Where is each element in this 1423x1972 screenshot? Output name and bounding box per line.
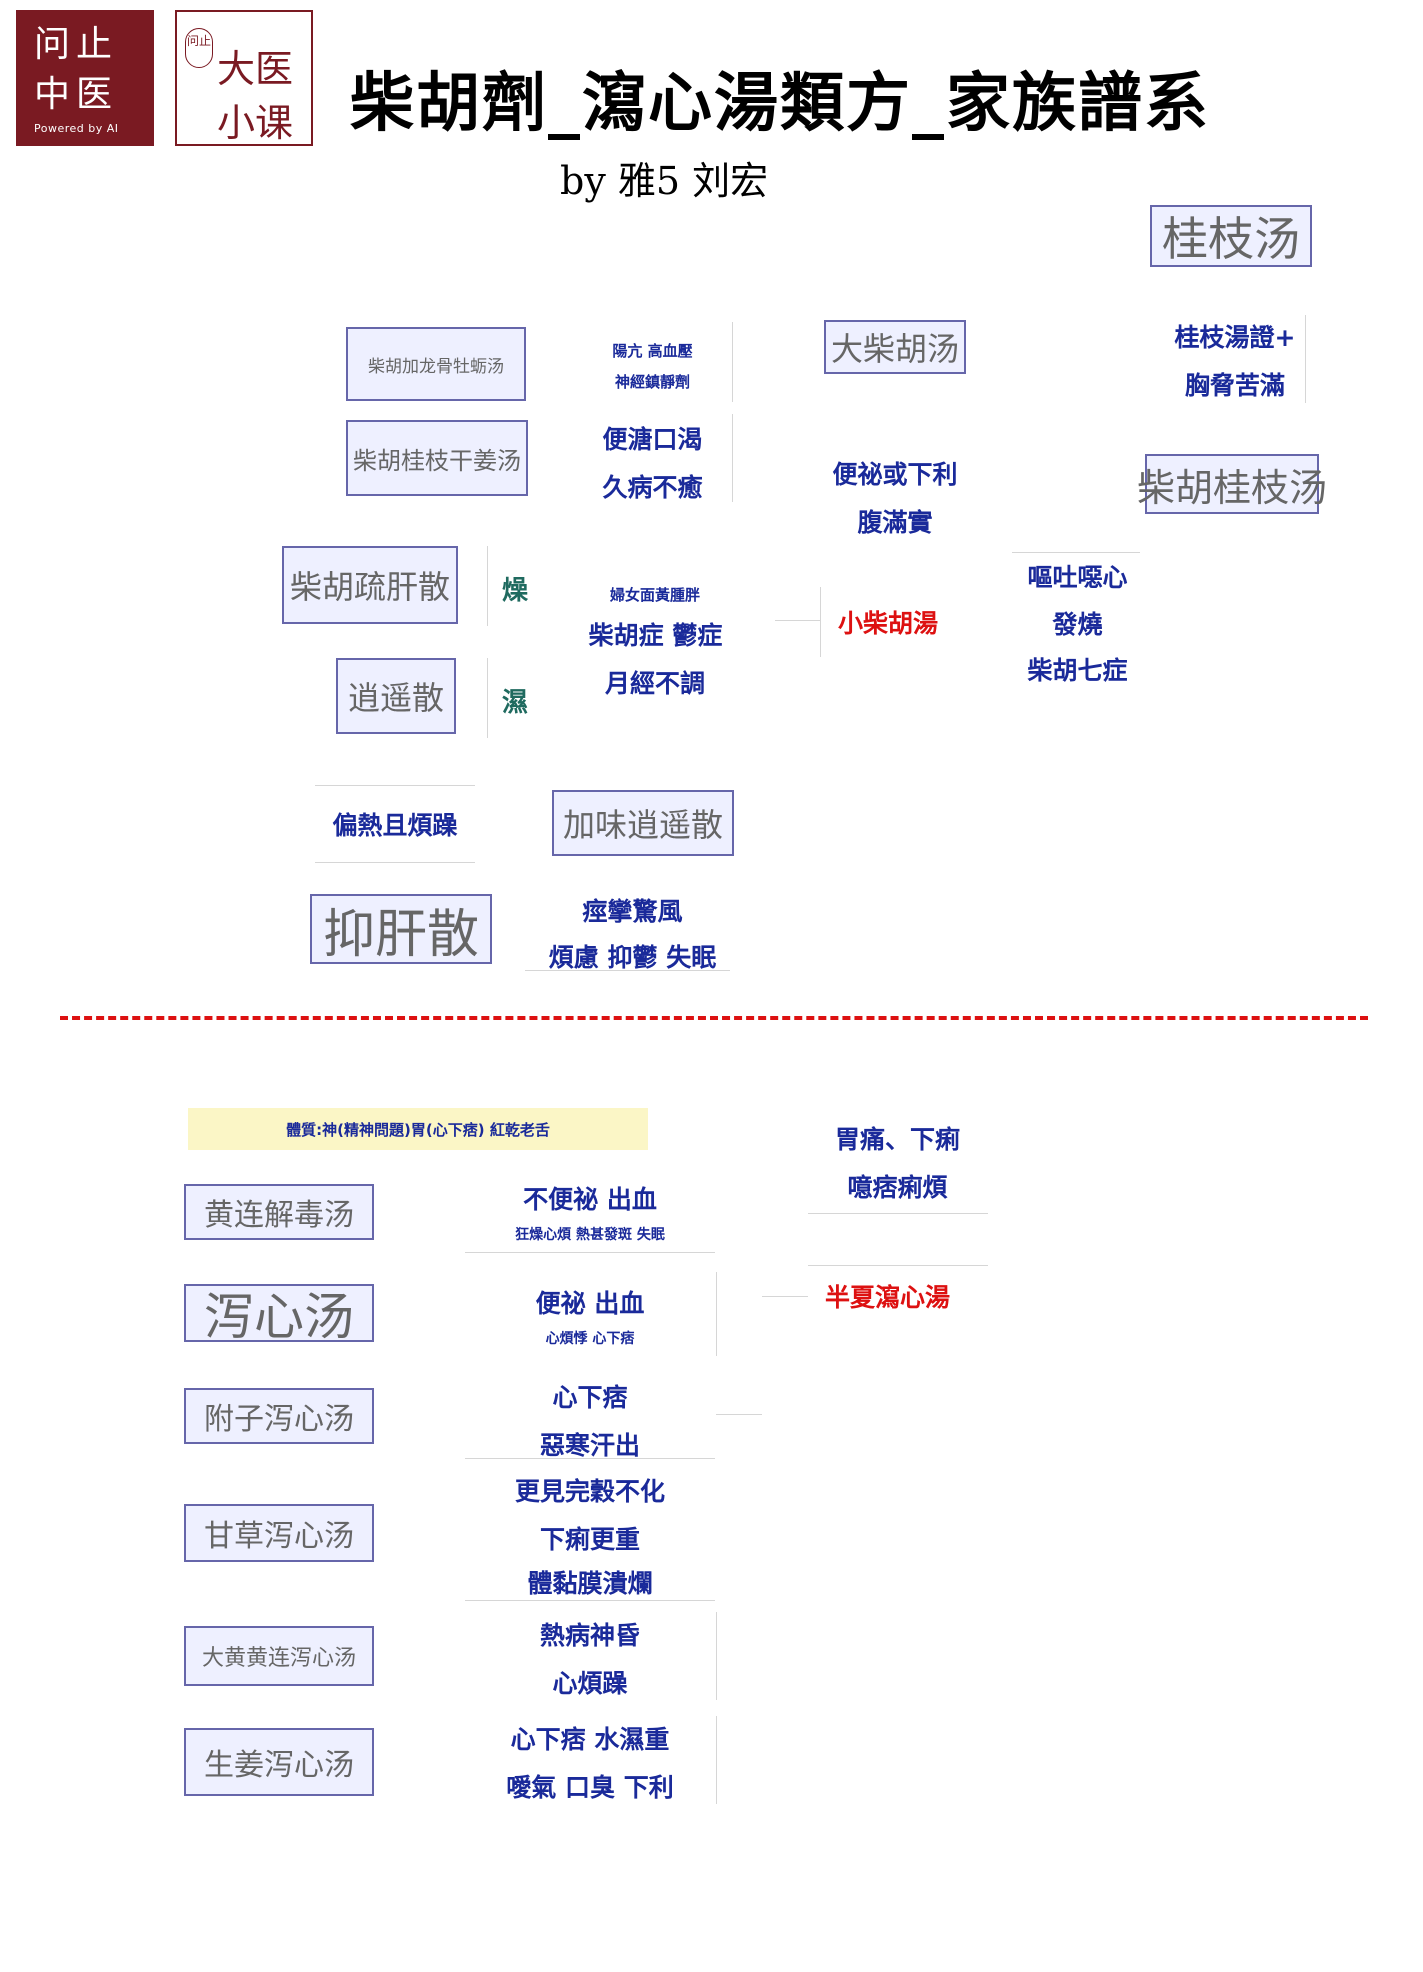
- logo-line-1: 问止: [34, 24, 119, 65]
- xiexin-symptom-1: 便祕 出血: [535, 1289, 645, 1318]
- divider: [525, 970, 730, 971]
- chaihu-longgu-muli-tang-box: 柴胡加龙骨牡蛎汤: [346, 327, 526, 401]
- connector-line: [775, 620, 820, 621]
- xiao-chaihu-symptom-1: 嘔吐噁心: [1027, 563, 1128, 592]
- chaihu-guizhi-tang-box: 柴胡桂枝汤: [1137, 454, 1327, 514]
- shengjiang-xiexin-tang-box: 生姜泻心汤: [184, 1728, 374, 1796]
- zao-dry-label: 燥: [502, 576, 529, 606]
- dahuang-symptom-1: 熱病神昏: [539, 1621, 640, 1650]
- divider: [808, 1265, 988, 1266]
- ganjiang-symptom-2: 久病不癒: [602, 473, 703, 502]
- page-title: 柴胡劑_瀉心湯類方_家族譜系: [350, 67, 1210, 141]
- shengjiang-symptom-2: 噯氣 口臭 下利: [506, 1773, 674, 1802]
- pian-re-fan-zao-label: 偏熱且煩躁: [332, 811, 458, 840]
- divider: [716, 1414, 762, 1415]
- women-symptom-1: 婦女面黃腫胖: [609, 586, 700, 604]
- gancao-xiexin-tang-box: 甘草泻心汤: [184, 1504, 374, 1562]
- chaihu-shugan-san-box: 柴胡疏肝散: [282, 546, 458, 624]
- xiong-xie-ku-man-label: 胸脅苦滿: [1184, 371, 1285, 400]
- da-chaihu-symptom-2: 腹滿實: [857, 508, 933, 537]
- huanglian-symptom-1: 不便祕 出血: [523, 1185, 657, 1214]
- fuzi-symptom-2: 惡寒汗出: [539, 1431, 640, 1460]
- xiao-chaihu-symptom-2: 發燒: [1052, 610, 1103, 639]
- guizhi-tang-box: 桂枝汤: [1150, 205, 1312, 267]
- divider: [465, 1252, 715, 1253]
- chaihu-guizhi-ganjiang-tang-box: 柴胡桂枝干姜汤: [346, 420, 528, 496]
- xiao-chaihu-symptom-3: 柴胡七症: [1027, 656, 1128, 685]
- dahuang-huanglian-xiexin-tang-box: 大黄黄连泻心汤: [184, 1626, 374, 1686]
- banxia-xiexin-tang-label: 半夏瀉心湯: [825, 1283, 951, 1312]
- huanglian-jiedu-tang-box: 黄连解毒汤: [184, 1184, 374, 1240]
- huanglian-symptom-2: 狂燥心煩 熱甚發斑 失眠: [515, 1227, 665, 1243]
- divider: [716, 1716, 717, 1804]
- gancao-symptom-2: 下痢更重: [539, 1525, 640, 1554]
- divider: [732, 322, 733, 402]
- connector-line: [762, 1296, 808, 1297]
- logo-line-2: 中医: [34, 74, 119, 115]
- xiexin-symptom-2: 心煩悸 心下痞: [545, 1331, 635, 1347]
- guizhi-tang-zheng-label: 桂枝湯證+: [1174, 323, 1296, 352]
- divider: [820, 587, 821, 657]
- logo-right-line-2: 小课: [217, 101, 294, 145]
- wenzhi-logo: 问止 中医 Powered by AI: [16, 10, 154, 146]
- fuzi-symptom-1: 心下痞: [552, 1383, 628, 1412]
- xiaoyao-san-box: 逍遥散: [336, 658, 456, 734]
- women-symptom-2: 柴胡症 鬱症: [588, 621, 723, 650]
- jiawei-xiaoyao-san-box: 加味逍遥散: [552, 790, 734, 856]
- divider: [487, 546, 488, 626]
- yigan-symptom-2: 煩慮 抑鬱 失眠: [548, 943, 717, 972]
- da-chaihu-tang-box: 大柴胡汤: [824, 320, 966, 374]
- divider: [315, 862, 475, 863]
- ganjiang-symptom-1: 便溏口渴: [602, 425, 703, 454]
- banxia-symptom-1: 胃痛、下痢: [834, 1125, 960, 1154]
- logo-right-line-1: 大医: [217, 47, 294, 91]
- divider: [315, 785, 475, 786]
- da-chaihu-symptom-1: 便祕或下利: [832, 460, 958, 489]
- divider: [487, 658, 488, 738]
- xiao-chaihu-tang-label: 小柴胡湯: [838, 609, 939, 638]
- dayi-xiaoke-logo: 问止 大医 小课: [175, 10, 313, 146]
- divider: [716, 1272, 717, 1356]
- dahuang-symptom-2: 心煩躁: [552, 1669, 628, 1698]
- xiexin-tang-box: 泻心汤: [184, 1284, 374, 1346]
- divider: [465, 1600, 715, 1601]
- gancao-symptom-3: 體黏膜潰爛: [527, 1569, 653, 1598]
- shi-damp-label: 濕: [502, 688, 529, 718]
- divider: [1012, 552, 1140, 553]
- gancao-symptom-1: 更見完穀不化: [514, 1477, 665, 1506]
- shengjiang-symptom-1: 心下痞 水濕重: [510, 1725, 670, 1754]
- divider: [808, 1213, 988, 1214]
- section-separator: [60, 1016, 1368, 1020]
- divider: [465, 1458, 715, 1459]
- longgu-symptom-2: 神經鎮靜劑: [614, 373, 690, 391]
- author-byline: by 雅5 刘宏: [560, 159, 769, 203]
- longgu-symptom-1: 陽亢 高血壓: [612, 342, 693, 360]
- divider: [716, 1612, 717, 1700]
- fuzi-xiexin-tang-box: 附子泻心汤: [184, 1388, 374, 1444]
- yigan-symptom-1: 痙攣驚風: [582, 897, 683, 926]
- divider: [1305, 315, 1306, 403]
- logo-seal: 问止: [185, 28, 213, 68]
- divider: [732, 414, 733, 502]
- banxia-symptom-2: 噫痞痢煩: [847, 1173, 948, 1202]
- logo-tagline: Powered by AI: [34, 122, 119, 135]
- yigan-san-box: 抑肝散: [310, 894, 492, 965]
- women-symptom-3: 月經不調: [604, 669, 705, 698]
- constitution-note: 體質:神(精神問題)胃(心下痞) 紅乾老舌: [188, 1108, 648, 1150]
